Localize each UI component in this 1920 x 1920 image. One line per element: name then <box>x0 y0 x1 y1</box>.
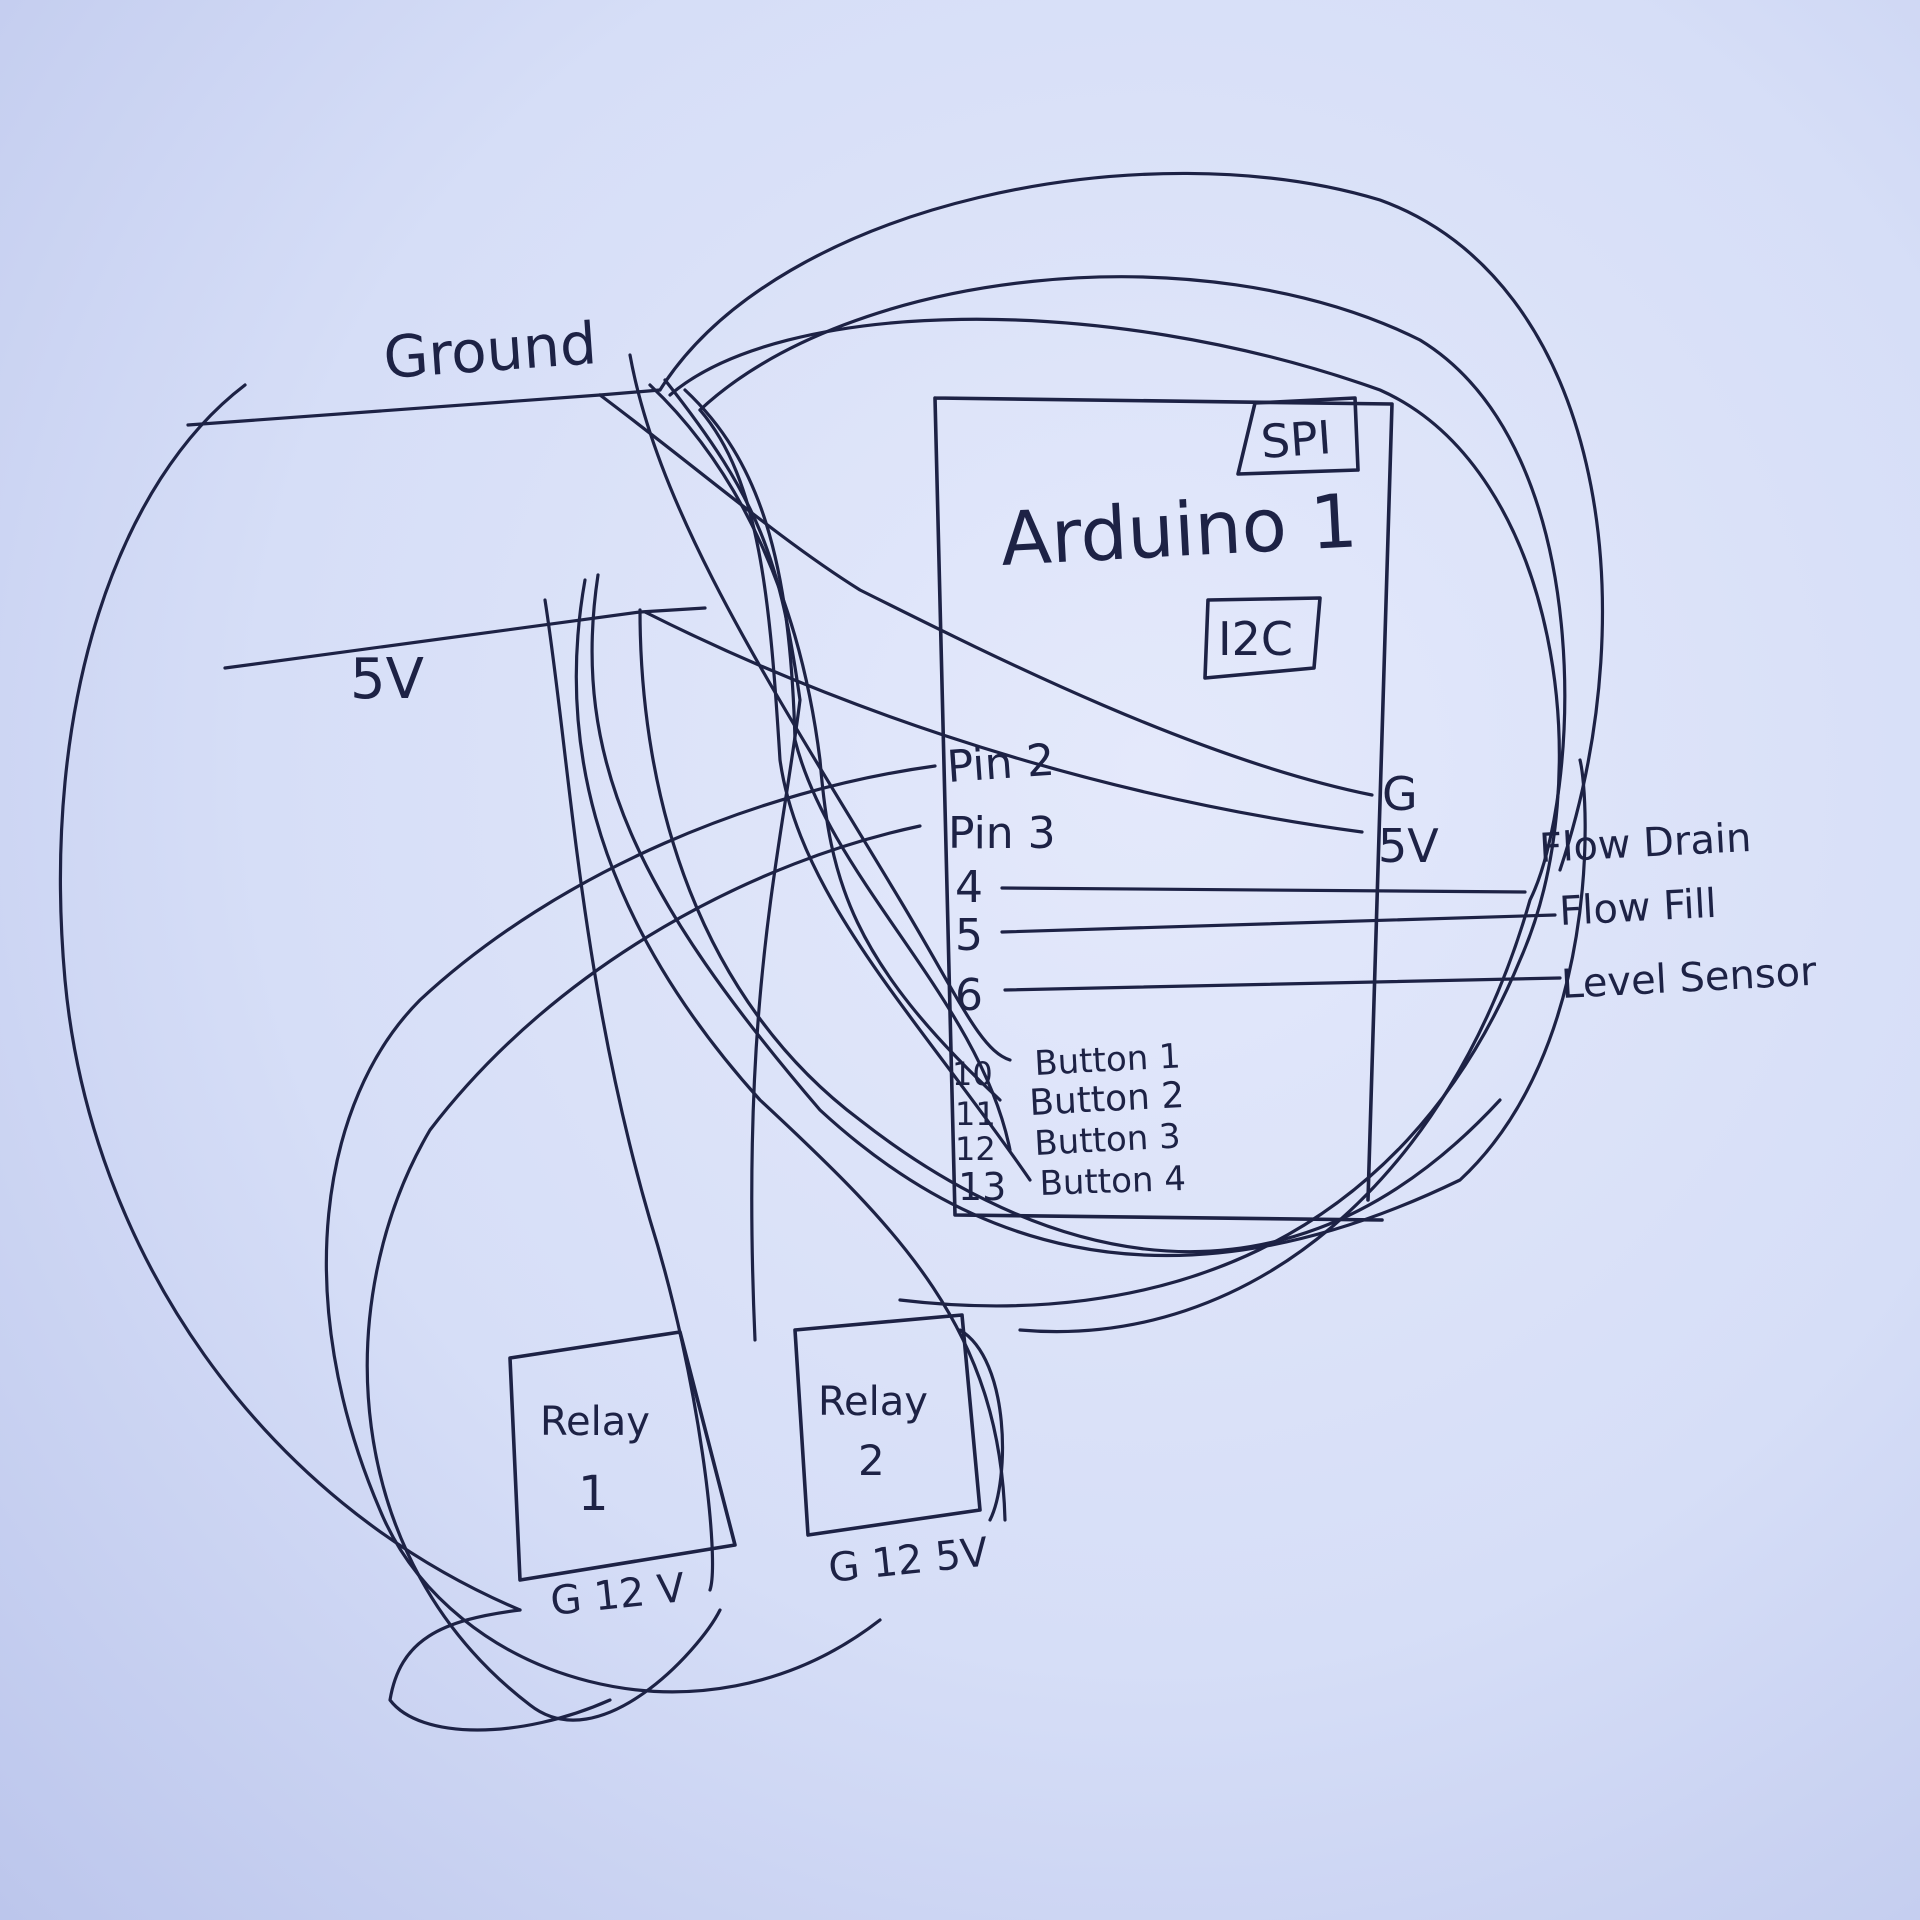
wire-ground-arduino-g <box>598 393 1374 797</box>
pin4-label: 4 <box>955 862 983 913</box>
relay-2 <box>793 1313 982 1537</box>
wire-pin3 <box>365 824 922 1722</box>
five-v-label: 5V <box>350 647 424 712</box>
wire-pin4-flow-drain <box>1000 886 1527 894</box>
wire-left-vert-1 <box>543 598 715 1592</box>
wire-top-loop-1 <box>658 171 1604 872</box>
pin12-label: 12 <box>955 1130 996 1168</box>
level-sensor-label: Level Sensor <box>1560 949 1818 1008</box>
wire-bundle-a <box>628 353 1012 1062</box>
wire-left-vert-2 <box>574 578 1007 1522</box>
wire-top-loop-2 <box>698 275 1567 1334</box>
relay1-name: Relay <box>540 1399 650 1445</box>
pin11-label: 11 <box>955 1095 996 1133</box>
labels: Ground 5V Arduino 1 SPI I2C G 5V Pin 2 P… <box>350 309 1818 1625</box>
arduino-outline <box>933 396 1394 1222</box>
relay-2-outline <box>793 1313 982 1537</box>
i2c-label: I2C <box>1218 612 1293 666</box>
spi-box <box>1236 396 1360 476</box>
wire-ground-left-loop <box>58 383 522 1612</box>
wire-bundle-d <box>683 388 1012 1152</box>
arduino-5v-label: 5V <box>1378 819 1439 873</box>
relay-1 <box>508 1330 737 1582</box>
relay1-number: 1 <box>578 1466 609 1522</box>
arduino-title: Arduino 1 <box>998 478 1359 583</box>
flow-drain-label: Flow Drain <box>1538 815 1752 872</box>
button4-label: Button 4 <box>1039 1159 1187 1204</box>
relay2-name: Relay <box>818 1379 928 1425</box>
pin5-label: 5 <box>955 910 983 961</box>
wire-bundle-e <box>698 408 1032 1182</box>
wire-5v-arduino-5v <box>643 610 1364 834</box>
i2c-box <box>1203 596 1322 680</box>
button3-label: Button 3 <box>1033 1116 1181 1164</box>
pin10-label: 10 <box>952 1055 993 1093</box>
ground-rail <box>186 388 662 427</box>
wire-relay1-loop <box>388 1608 612 1732</box>
wire-left-vert-4 <box>638 608 1502 1254</box>
flow-fill-label: Flow Fill <box>1558 881 1718 935</box>
wires <box>58 171 1604 1732</box>
wire-pin6-level-sensor <box>1003 976 1562 992</box>
pin2-label: Pin 2 <box>945 735 1056 793</box>
wire-pin5-flow-fill <box>1000 913 1557 934</box>
wire-bundle-b <box>648 383 1002 1102</box>
button2-label: Button 2 <box>1028 1075 1185 1124</box>
button1-label: Button 1 <box>1033 1036 1181 1084</box>
wire-relay2-loop <box>958 1328 1005 1522</box>
relay1-pins: G 12 V <box>548 1565 687 1625</box>
relay2-number: 2 <box>858 1436 885 1485</box>
wire-left-vert-3 <box>590 573 1587 1258</box>
relay2-pins: G 12 5V <box>826 1529 991 1592</box>
relay-1-outline <box>508 1330 737 1582</box>
arduino-board <box>933 396 1394 1222</box>
wire-pin2 <box>324 764 937 1694</box>
pin6-label: 6 <box>955 970 983 1021</box>
spi-label: SPI <box>1259 410 1333 469</box>
pin13-label: 13 <box>958 1165 1006 1209</box>
ground-label: Ground <box>381 309 599 392</box>
five-v-rail <box>223 606 707 670</box>
pin3-label: Pin 3 <box>948 808 1056 859</box>
wire-top-loop-3 <box>668 317 1561 1308</box>
arduino-g-label: G <box>1382 767 1418 821</box>
